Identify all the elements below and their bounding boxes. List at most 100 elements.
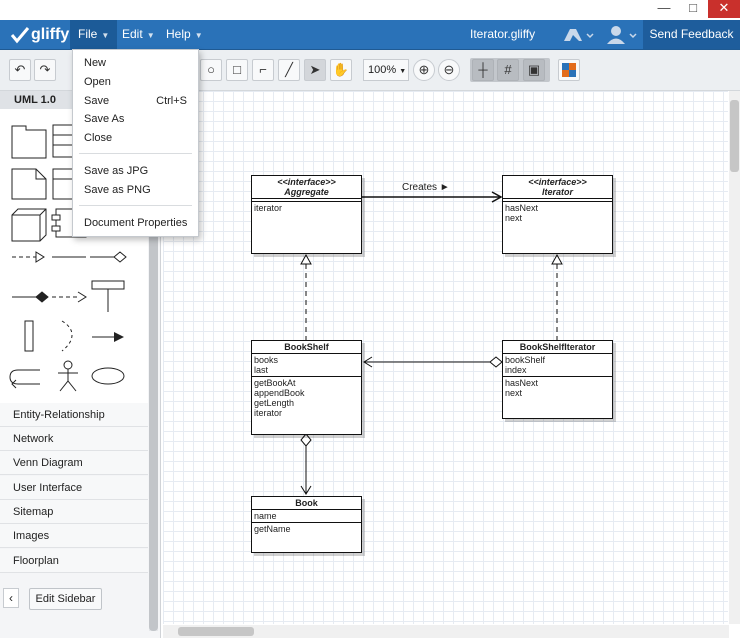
snap-icon: ▣ — [527, 62, 541, 77]
dashed-curve-icon[interactable] — [61, 320, 73, 352]
line-tool[interactable]: ╱ — [278, 59, 300, 81]
aggregate-interface[interactable]: <<interface>>Aggregate iterator — [251, 175, 362, 254]
caret-down-icon: ▼ — [101, 31, 110, 40]
category-user-interface[interactable]: User Interface — [0, 476, 148, 500]
creates-label: Creates ► — [402, 182, 450, 193]
rectangle-tool[interactable]: □ — [226, 59, 248, 81]
method-item: getLength — [254, 398, 295, 408]
category-network[interactable]: Network — [0, 427, 148, 451]
zoom-out-button[interactable]: ⊖ — [438, 59, 460, 81]
node-shape-icon[interactable] — [11, 208, 47, 242]
composition-line-icon[interactable] — [12, 291, 49, 303]
circle-icon: ○ — [207, 62, 215, 77]
menu-help[interactable]: Help▼ — [158, 20, 211, 49]
actor-shape-icon[interactable] — [58, 360, 78, 392]
pointer-icon: ➤ — [309, 62, 321, 77]
attribute-item: last — [254, 365, 269, 375]
zoom-in-button[interactable]: ⊕ — [413, 59, 435, 81]
logo-text: gliffy — [31, 26, 70, 43]
connector-tool[interactable]: ⌐ — [252, 59, 274, 81]
minimize-button[interactable]: — — [657, 0, 671, 15]
menu-file-label: File — [78, 27, 98, 41]
use-case-shape-icon[interactable] — [91, 367, 125, 385]
menu-item-new[interactable]: New — [73, 54, 198, 72]
menu-item-label: Document Properties — [84, 217, 188, 229]
theme-button[interactable] — [558, 59, 580, 81]
note-shape-icon[interactable] — [11, 168, 47, 200]
menu-item-save-as[interactable]: Save As — [73, 110, 198, 128]
caret-down-icon: ▼ — [399, 68, 407, 75]
menu-item-label: Save as JPG — [84, 165, 149, 177]
menu-item-label: Close — [84, 132, 113, 144]
send-feedback-button[interactable]: Send Feedback — [643, 20, 740, 49]
book-class[interactable]: Book name getName — [251, 496, 362, 553]
menu-divider — [79, 153, 192, 154]
pan-tool[interactable]: ✋ — [330, 59, 352, 81]
menu-item-open[interactable]: Open — [73, 73, 198, 91]
category-sitemap[interactable]: Sitemap — [0, 500, 148, 524]
document-title[interactable]: Iterator.gliffy — [470, 27, 536, 41]
snap-toggle[interactable]: ▣ — [523, 59, 545, 81]
dependency-arrow-icon[interactable] — [12, 251, 45, 263]
category-entity-relationship[interactable]: Entity-Relationship — [0, 403, 148, 427]
self-message-icon[interactable] — [9, 369, 40, 389]
menu-edit-label: Edit — [122, 27, 143, 41]
aggregation-line-icon[interactable] — [90, 251, 127, 263]
category-floorplan[interactable]: Floorplan — [0, 549, 148, 573]
class-name: BookShelfIterator — [519, 342, 596, 352]
menu-item-save-as-jpg[interactable]: Save as JPG — [73, 162, 198, 180]
zoom-select[interactable]: 100% ▼ — [363, 59, 409, 81]
category-images[interactable]: Images — [0, 524, 148, 548]
redo-icon: ↷ — [39, 62, 51, 77]
sidebar-scroll-thumb[interactable] — [149, 111, 158, 631]
books-aggregation-line[interactable] — [300, 433, 312, 495]
zoom-value: 100% — [368, 64, 397, 76]
ellipse-tool[interactable]: ○ — [200, 59, 222, 81]
class-name: Book — [295, 498, 318, 508]
connector-icon: ⌐ — [259, 62, 267, 77]
iterator-aggregation-line[interactable] — [363, 356, 503, 368]
canvas-vertical-scrollbar[interactable] — [729, 91, 740, 624]
message-arrow-icon[interactable] — [92, 332, 124, 342]
package-shape-icon[interactable] — [11, 125, 47, 159]
grid-toggle[interactable]: # — [497, 59, 519, 81]
canvas-vertical-scroll-thumb[interactable] — [730, 100, 739, 172]
edit-sidebar-button[interactable]: Edit Sidebar — [29, 588, 102, 610]
category-venn-diagram[interactable]: Venn Diagram — [0, 451, 148, 475]
maximize-button[interactable]: □ — [689, 0, 697, 15]
realization-arrow-icon[interactable] — [52, 291, 87, 303]
logo-check-icon — [10, 27, 30, 44]
redo-button[interactable]: ↷ — [34, 59, 56, 81]
menu-item-document-properties[interactable]: Document Properties — [73, 214, 198, 232]
menu-divider — [79, 205, 192, 206]
pointer-tool[interactable]: ➤ — [304, 59, 326, 81]
stereotype-label: <<interface>> — [528, 177, 587, 187]
method-item: getBookAt — [254, 378, 296, 388]
bookshelfiterator-implements-iterator[interactable] — [551, 253, 563, 340]
canvas-horizontal-scroll-thumb[interactable] — [178, 627, 254, 636]
drive-menu[interactable] — [560, 24, 594, 46]
activation-bar-icon[interactable] — [24, 320, 34, 352]
lifeline-shape-icon[interactable] — [91, 280, 125, 312]
class-name: BookShelf — [284, 342, 329, 352]
undo-icon: ↶ — [14, 62, 26, 77]
menu-item-close[interactable]: Close — [73, 129, 198, 147]
collapse-sidebar-button[interactable]: ‹ — [3, 588, 19, 608]
bookshelf-implements-aggregate[interactable] — [300, 253, 312, 340]
toolbar: ↶ ↷ ○ □ ⌐ ╱ ➤ ✋ 100% ▼ ⊕ ⊖ ┼ # ▣ — [0, 50, 740, 91]
canvas-horizontal-scrollbar[interactable] — [163, 625, 729, 638]
menu-item-label: New — [84, 57, 107, 69]
menu-file[interactable]: File▼ — [70, 20, 118, 49]
guides-toggle[interactable]: ┼ — [472, 59, 494, 81]
account-menu[interactable] — [605, 24, 639, 46]
close-button[interactable]: ✕ — [708, 0, 740, 18]
menu-edit[interactable]: Edit▼ — [114, 20, 163, 49]
top-navigation: gliffy File▼ Edit▼ Help▼ Iterator.gliffy… — [0, 20, 740, 50]
menu-item-save-as-png[interactable]: Save as PNG — [73, 181, 198, 199]
undo-button[interactable]: ↶ — [9, 59, 31, 81]
creates-association-line[interactable] — [362, 191, 503, 203]
